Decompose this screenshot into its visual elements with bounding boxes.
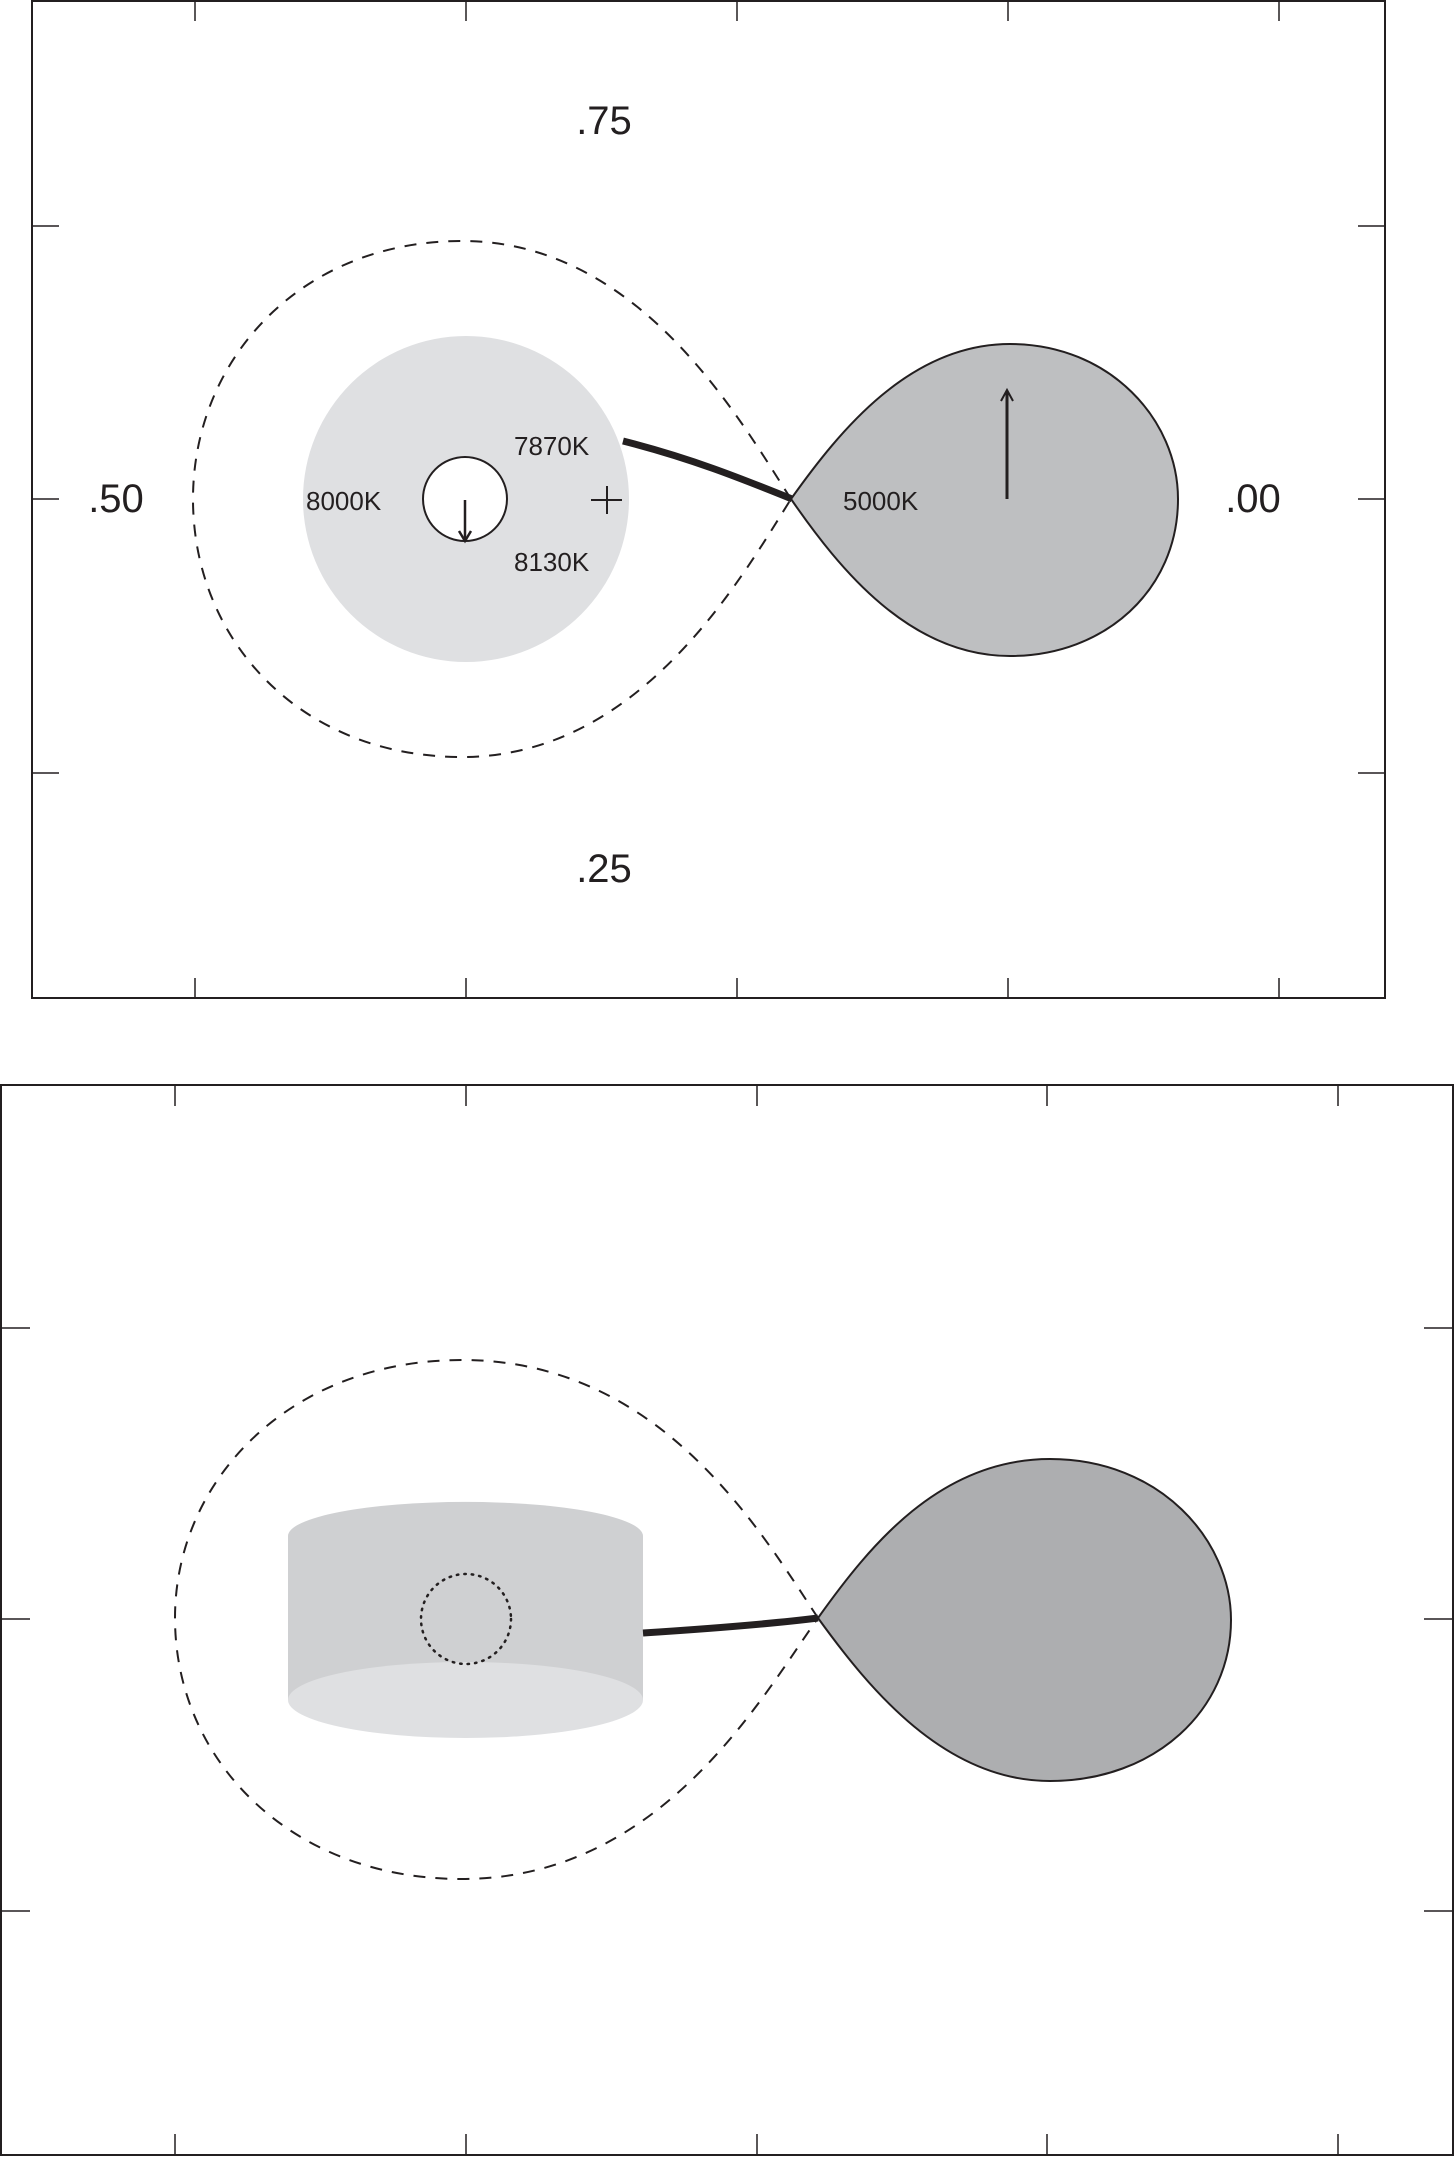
accretion-disk-cylinder	[288, 1501, 643, 1738]
top-panel-ticks	[32, 1, 1385, 998]
arrow-down-icon	[457, 500, 473, 544]
temp-label-disk-lower-right: 8130K	[514, 547, 590, 577]
bottom-panel-frame	[0, 1084, 1454, 2156]
temp-label-disk-left: 8000K	[306, 486, 382, 516]
primary-star-dotted	[419, 1572, 513, 1666]
bottom-panel	[0, 1084, 1454, 2156]
top-panel: .75 .25 .50 .00 8000K 7870K 8130K 5000K	[31, 0, 1386, 999]
mass-transfer-stream-side	[642, 1614, 819, 1637]
donor-star	[789, 342, 1180, 658]
phase-label-top: .75	[576, 99, 632, 143]
roche-lobe-dashed-outline-side	[173, 1358, 820, 1881]
temp-label-donor: 5000K	[843, 486, 919, 516]
arrow-up-icon	[1000, 387, 1014, 499]
temp-label-disk-upper-right: 7870K	[514, 431, 590, 461]
plus-marker-icon	[591, 486, 622, 514]
donor-star-side	[816, 1457, 1233, 1783]
phase-label-left: .50	[88, 477, 144, 521]
top-panel-frame	[31, 0, 1386, 999]
phase-label-bottom: .25	[576, 847, 632, 891]
bottom-panel-ticks	[1, 1085, 1453, 2155]
mass-transfer-stream	[622, 437, 794, 503]
phase-label-right: .00	[1225, 477, 1281, 521]
